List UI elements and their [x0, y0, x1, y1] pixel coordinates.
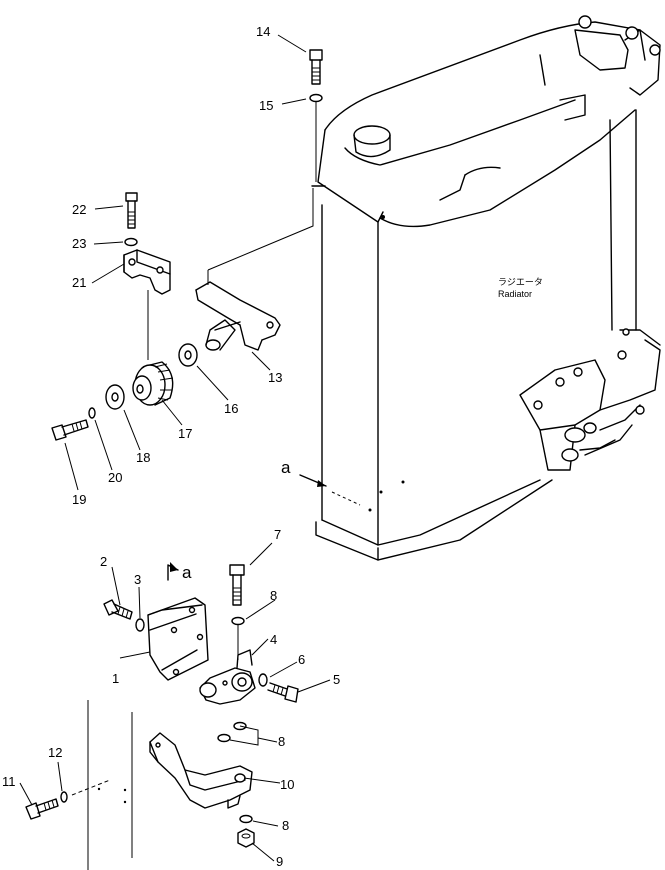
view-marker-a: a [281, 458, 291, 477]
callout-3: 3 [134, 572, 141, 587]
callout-8-middle: 8 [278, 734, 285, 749]
bracket-13 [195, 188, 314, 351]
washer-23 [124, 237, 138, 247]
radiator-label-jp: ラジエータ [498, 277, 543, 287]
callout-21: 21 [72, 275, 86, 290]
callout-18: 18 [136, 450, 150, 465]
bolt-2 [103, 599, 133, 620]
callout-10: 10 [280, 777, 294, 792]
callout-15: 15 [259, 98, 273, 113]
callout-5: 5 [333, 672, 340, 687]
callout-22: 22 [72, 202, 86, 217]
washer-12 [60, 791, 68, 803]
callout-7: 7 [274, 527, 281, 542]
callout-11: 11 [2, 774, 16, 789]
callout-13: 13 [268, 370, 282, 385]
bracket-1 [147, 597, 209, 681]
callout-1: 1 [112, 671, 119, 686]
washer-15 [309, 93, 323, 103]
radiator-assembly: ラジエータ Radiator [311, 15, 661, 561]
washer-3 [135, 618, 145, 632]
callout-20: 20 [108, 470, 122, 485]
washer-8-upper [231, 616, 245, 626]
nut-9 [237, 828, 255, 848]
bushing-17 [132, 361, 174, 406]
cap-21 [123, 249, 171, 295]
bolt-11 [25, 798, 59, 820]
view-marker-a-lower: a [182, 563, 192, 582]
washer-20 [88, 407, 96, 419]
bolt-7 [229, 564, 245, 606]
bolt-22 [125, 192, 138, 229]
bracket-10 [149, 732, 253, 809]
washer-8-middle-b [217, 733, 231, 743]
bolt-5 [267, 682, 299, 703]
callout-12: 12 [48, 745, 62, 760]
callout-6: 6 [298, 652, 305, 667]
callout-labels: 1 2 3 4 5 6 7 8 8 8 9 10 11 12 13 14 15 … [2, 24, 340, 869]
callout-2: 2 [100, 554, 107, 569]
washer-6 [258, 673, 268, 687]
callout-16: 16 [224, 401, 238, 416]
callout-14: 14 [256, 24, 270, 39]
radiator-cap [353, 125, 391, 145]
callout-9: 9 [276, 854, 283, 869]
callout-8-upper: 8 [270, 588, 277, 603]
callout-4: 4 [270, 632, 277, 647]
callout-19: 19 [72, 492, 86, 507]
bushing-4 [199, 649, 256, 705]
radiator-label-en: Radiator [498, 289, 532, 299]
callout-17: 17 [178, 426, 192, 441]
bolt-14 [309, 49, 323, 85]
bolt-19 [51, 419, 89, 441]
callout-8-lower: 8 [282, 818, 289, 833]
washer-8-lower [239, 814, 253, 824]
callout-23: 23 [72, 236, 86, 251]
leader-lines [19, 34, 331, 862]
